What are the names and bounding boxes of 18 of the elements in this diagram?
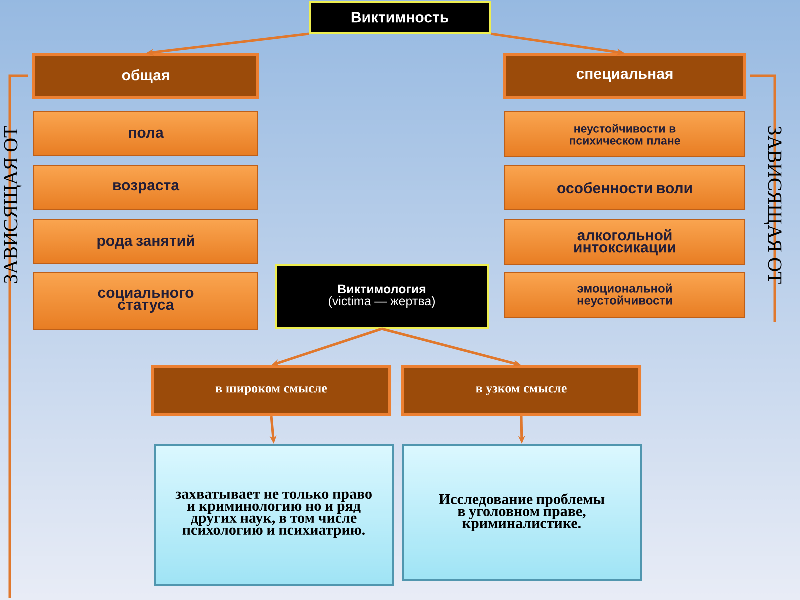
category-box: специальная — [504, 54, 746, 100]
meaning-box: в широком смысле — [152, 366, 392, 416]
description-box: Исследование проблемы в уголовном праве, криминалистике. — [402, 444, 642, 581]
side-label: ЗАВИСЯЩАЯ ОТ — [4, 126, 22, 284]
meaning-box: в узком смысле — [402, 366, 642, 416]
factor-box: алкогольной интоксикации — [504, 220, 746, 266]
title-box: Виктимология (victima — жертва) — [275, 264, 489, 329]
title-box: Виктимность — [309, 1, 491, 34]
factor-box: социального статуса — [34, 272, 258, 330]
description-box: захватывает не только право и криминологию но и ряд других наук, в том числе психологию и психиатрию. — [154, 444, 394, 586]
category-box: общая — [32, 54, 260, 100]
factor-box: особенности воли — [504, 166, 746, 210]
factor-box: возраста — [34, 166, 258, 210]
side-label: ЗАВИСЯЩАЯ ОТ — [764, 126, 782, 284]
factor-box: рода занятий — [34, 220, 258, 264]
factor-box: неустойчивости в психическом плане — [504, 112, 746, 158]
factor-box: пола — [34, 112, 258, 156]
factor-box: эмоциональной неустойчивости — [504, 272, 746, 318]
